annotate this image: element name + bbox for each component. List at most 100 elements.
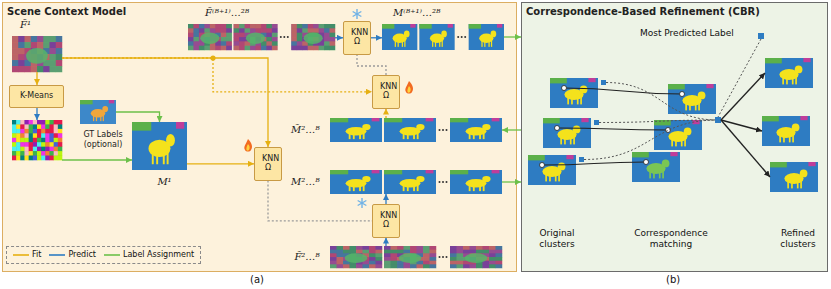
knn-box: KNN Ω xyxy=(254,147,282,181)
clust-thumbnail xyxy=(12,120,62,160)
frozen-icon xyxy=(358,198,367,208)
mask-strip: M⁽ᴮ⁺¹⁾…²ᴮ xyxy=(382,24,504,50)
keypoint xyxy=(644,160,649,165)
gt-image: GT Labels (optional) xyxy=(80,100,116,124)
assign-arrow xyxy=(721,120,762,131)
mask-thumbnail xyxy=(668,84,716,114)
caption-label: Most Predicted Label xyxy=(640,28,734,39)
feature-strip: F̃⁽ᴮ⁺¹⁾…²ᴮ xyxy=(188,24,335,50)
mask-thumbnail xyxy=(765,58,813,88)
mask-thumbnail xyxy=(330,118,382,142)
math-label: F̃¹ xyxy=(15,15,36,35)
mask-thumbnail xyxy=(770,162,818,192)
mask-thumbnail xyxy=(550,78,598,108)
label-box: (a) xyxy=(250,274,264,286)
keypoint xyxy=(680,92,685,97)
connector xyxy=(385,109,386,118)
feat-thumbnail xyxy=(330,246,382,268)
feat-thumbnail xyxy=(188,24,232,50)
mask-thumbnail xyxy=(469,24,504,50)
ellipsis-dot xyxy=(442,256,444,258)
label-box: Most Predicted Label xyxy=(640,28,734,39)
ellipsis-dot xyxy=(446,181,448,183)
ellipsis-dot xyxy=(439,181,441,183)
correspondence-curve xyxy=(557,128,668,130)
connector xyxy=(335,37,343,38)
legend-sample xyxy=(49,252,65,258)
mask-strip: M²…ᴮ xyxy=(330,170,502,194)
caption-label: Original clusters xyxy=(525,228,589,250)
correspondence-curve xyxy=(542,162,646,165)
box-label: KNN Ω xyxy=(375,79,397,105)
legend-text: Predict xyxy=(68,250,96,260)
math-label: M̃²…ᴮ xyxy=(286,120,325,140)
label-marker xyxy=(601,80,606,85)
mask-thumbnail xyxy=(384,118,436,142)
mask-thumbnail xyxy=(330,170,382,194)
kmeans-box: K-Means xyxy=(9,85,64,108)
mask2-thumbnail xyxy=(632,152,680,182)
ellipsis-dot xyxy=(287,36,289,38)
image-label: GT Labels (optional) xyxy=(70,126,136,153)
feature-strip: F̃²…ᴮ xyxy=(330,246,502,268)
connector xyxy=(357,55,386,75)
caption-label: Refined clusters xyxy=(771,228,825,250)
mask-image: M¹ xyxy=(132,122,187,170)
math-label: M²…ᴮ xyxy=(286,172,325,192)
vote-curve xyxy=(584,120,718,160)
connector xyxy=(502,181,521,182)
box-label: K-Means xyxy=(15,88,58,105)
legend-sample xyxy=(104,252,120,258)
box-label: KNN Ω xyxy=(375,208,397,234)
label-marker xyxy=(579,157,584,162)
feat-thumbnail xyxy=(234,24,278,50)
connector xyxy=(504,36,521,37)
keypoint xyxy=(540,163,545,168)
mask-thumbnail xyxy=(382,24,417,50)
legend-text: Fit xyxy=(32,250,41,260)
assign-arrow xyxy=(721,73,765,120)
legend-item: Label Assignment xyxy=(104,250,194,260)
feat-thumbnail xyxy=(384,246,436,268)
panel-ground xyxy=(3,3,517,272)
frozen-icon xyxy=(353,9,362,19)
math-label: M⁽ᴮ⁺¹⁾…²ᴮ xyxy=(388,3,446,23)
box-label: KNN Ω xyxy=(257,151,279,177)
connector xyxy=(371,37,382,38)
mask-thumbnail xyxy=(132,122,187,170)
label-box: Original clusters xyxy=(525,228,589,250)
ellipsis-dot xyxy=(461,36,463,38)
correspondence-curve xyxy=(564,88,682,94)
connector xyxy=(385,238,386,246)
ellipsis-dot xyxy=(464,36,466,38)
trainable-icon xyxy=(405,81,413,94)
mask-thumbnail xyxy=(762,116,810,146)
mask-thumbnail xyxy=(450,170,502,194)
connector xyxy=(187,163,254,164)
keypoint xyxy=(562,86,567,91)
legend-item: Fit xyxy=(13,250,41,260)
mask-thumbnail xyxy=(654,120,702,150)
legend: Fit Predict Label Assignment xyxy=(6,246,201,264)
ellipsis-dot xyxy=(280,36,282,38)
ellipsis-dot xyxy=(439,256,441,258)
connector xyxy=(385,194,386,204)
legend-sample xyxy=(13,252,29,258)
subfigure-label: (b) xyxy=(666,274,680,286)
panel: Scene Context ModelF̃⁽ᴮ⁺¹⁾…²ᴮKNN ΩM⁽ᴮ⁺¹⁾… xyxy=(2,2,517,272)
vote-line xyxy=(718,39,761,117)
knn-box: KNN Ω xyxy=(372,75,400,109)
math-label: F̃²…ᴮ xyxy=(289,247,325,267)
box-label: KNN Ω xyxy=(346,25,368,51)
vote-curve xyxy=(606,83,718,121)
ellipsis-dot xyxy=(446,129,448,131)
knn-box: KNN Ω xyxy=(343,21,371,55)
feat-thumbnail xyxy=(12,36,62,72)
mask-thumbnail xyxy=(528,155,576,185)
feature-image: F̃¹ xyxy=(12,36,62,72)
label-marker xyxy=(594,120,599,125)
keypoint xyxy=(555,126,560,131)
math-label: M¹ xyxy=(132,172,197,192)
ellipsis-dot xyxy=(442,181,444,183)
